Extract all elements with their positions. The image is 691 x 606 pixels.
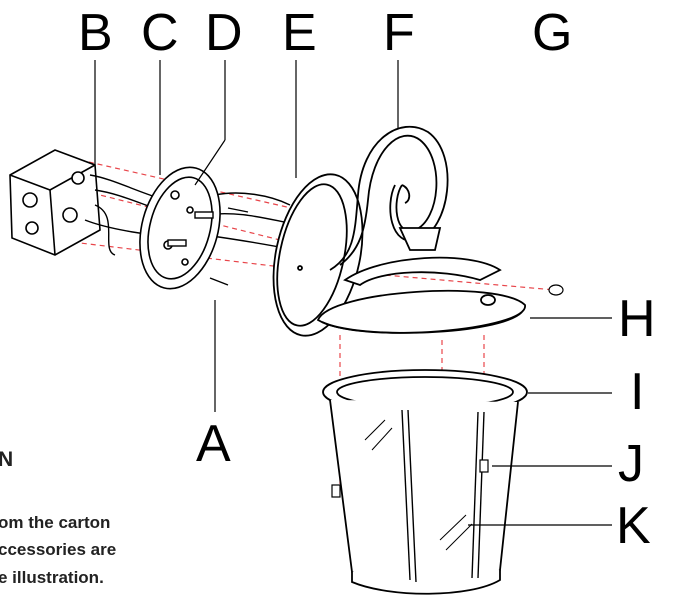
instructions-heading: N: [0, 448, 14, 471]
lantern-top: [316, 227, 526, 334]
callout-label-K: K: [616, 497, 651, 555]
instruction-line-2: ccessories are: [0, 540, 117, 559]
callout-label-H: H: [618, 290, 656, 348]
junction-box: [9, 149, 101, 256]
screws: [167, 207, 249, 286]
instruction-line-3: e illustration.: [0, 568, 104, 587]
instruction-line-1: om the carton: [0, 513, 111, 532]
callout-label-C: C: [141, 4, 179, 62]
callout-label-E: E: [282, 4, 317, 62]
mounting-plate: [139, 166, 221, 290]
callout-label-I: I: [630, 363, 645, 421]
callout-label-F: F: [383, 4, 415, 62]
callout-label-A: A: [196, 415, 231, 473]
leader-lines: [94, 60, 612, 526]
shade-screws: [331, 459, 489, 498]
callout-label-J: J: [618, 435, 644, 493]
cap-nut: [548, 284, 564, 296]
callout-label-B: B: [78, 4, 113, 62]
callout-label-G: G: [532, 4, 573, 62]
glass-shade: [322, 369, 528, 595]
callout-label-D: D: [205, 4, 243, 62]
wall-backplate: [272, 173, 364, 337]
